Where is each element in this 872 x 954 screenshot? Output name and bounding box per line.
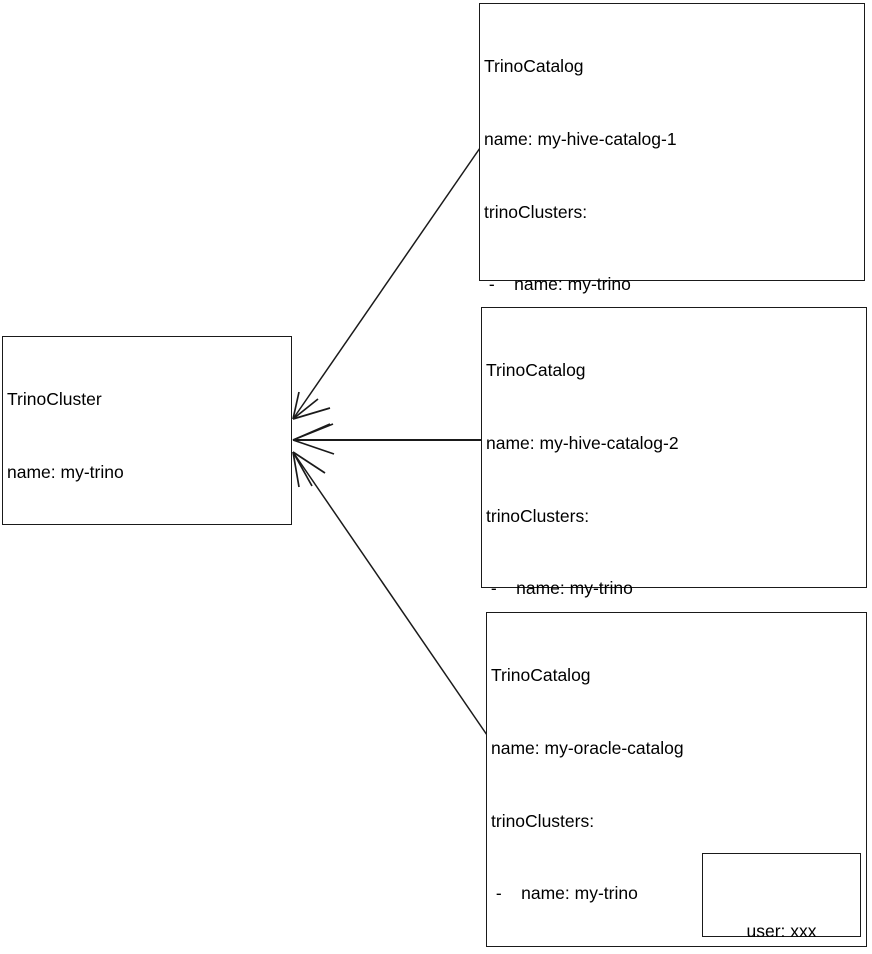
catalog-2-line-trinoclusters: trinoClusters: <box>491 810 595 831</box>
oracle-credentials-secret-text: user: xxx password: xxx <box>703 866 860 954</box>
edge-catalog-2-to-cluster <box>292 423 481 455</box>
secret-line-user: user: xxx <box>746 921 817 941</box>
catalog-0-line-trinoclusters: trinoClusters: <box>484 201 588 222</box>
trino-catalog-node-oracle[interactable]: TrinoCatalog name: my-oracle-catalog tri… <box>486 612 867 947</box>
oracle-credentials-secret-node[interactable]: user: xxx password: xxx <box>702 853 861 941</box>
catalog-1-line-kind: TrinoCatalog <box>486 360 586 381</box>
catalog-1-line-cluster-ref: - name: my-trino <box>486 578 633 599</box>
trino-catalog-oracle-text: TrinoCatalog name: my-oracle-catalog tri… <box>491 615 864 954</box>
cluster-line-name: name: my-trino <box>7 462 124 483</box>
catalog-0-line-cluster-ref: - name: my-trino <box>484 274 631 295</box>
catalog-1-line-trinoclusters: trinoClusters: <box>486 505 590 526</box>
catalog-2-line-cluster-ref: - name: my-trino <box>491 883 638 904</box>
cluster-line-kind: TrinoCluster <box>7 389 102 410</box>
trino-cluster-text: TrinoCluster name: my-trino <box>7 339 289 533</box>
edge-catalog-3-to-cluster <box>292 451 488 736</box>
catalog-0-line-name: name: my-hive-catalog-1 <box>484 129 677 150</box>
trino-catalog-node-hive-1[interactable]: TrinoCatalog name: my-hive-catalog-1 tri… <box>479 3 865 657</box>
edge-catalog-1-to-cluster <box>292 147 481 420</box>
trino-catalog-node-hive-2[interactable]: TrinoCatalog name: my-hive-catalog-2 tri… <box>481 307 867 889</box>
catalog-0-line-kind: TrinoCatalog <box>484 56 584 77</box>
catalog-2-line-name: name: my-oracle-catalog <box>491 738 684 759</box>
catalog-2-line-kind: TrinoCatalog <box>491 665 591 686</box>
trino-cluster-node[interactable]: TrinoCluster name: my-trino <box>2 336 292 525</box>
catalog-1-line-name: name: my-hive-catalog-2 <box>486 433 679 454</box>
